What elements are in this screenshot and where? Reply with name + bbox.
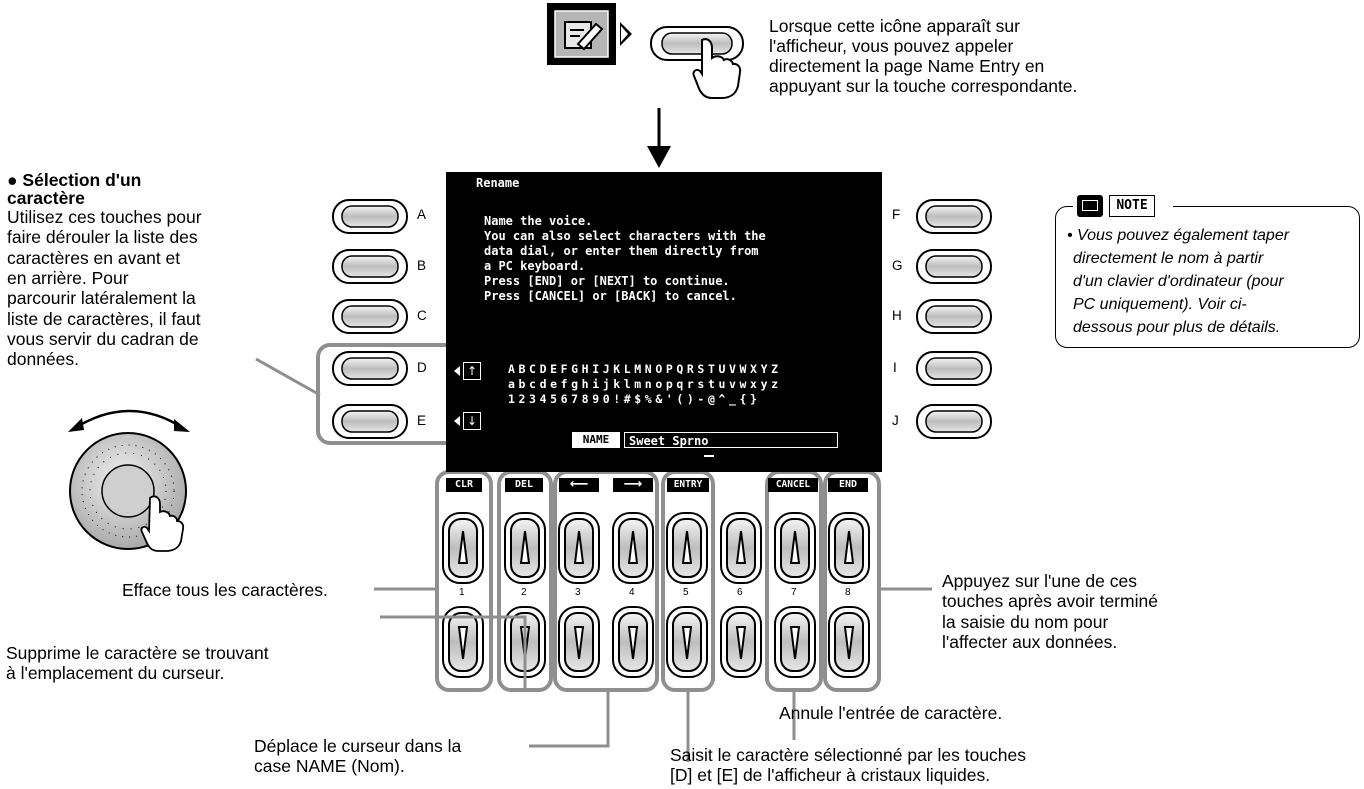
lcd-title: Rename xyxy=(476,176,520,190)
note-line: PC uniquement). Voir ci- xyxy=(1073,296,1247,313)
bottom-buttons xyxy=(442,512,870,678)
button-number-4: 4 xyxy=(629,587,635,598)
note-line: • Vous pouvez également taper xyxy=(1067,227,1290,244)
section-body-line: données. xyxy=(7,349,80,369)
section-heading: caractère xyxy=(7,188,85,208)
callout-del: à l'emplacement du curseur. xyxy=(6,663,225,683)
button-label-j: J xyxy=(892,413,899,428)
note-keyboard-icon xyxy=(1077,195,1103,217)
button-number-2: 2 xyxy=(521,587,527,598)
callout-cursor: case NAME (Nom). xyxy=(254,756,405,776)
button-label-h: H xyxy=(892,308,902,323)
button-number-8: 8 xyxy=(845,587,851,598)
data-dial-icon xyxy=(68,409,190,552)
button-label-g: G xyxy=(892,258,903,273)
function-tabs: CLR DEL ⟵ ⟶ ENTRY CANCEL END xyxy=(446,478,882,496)
button-label-i: I xyxy=(893,360,897,375)
pressed-button-icon xyxy=(650,26,744,99)
name-input[interactable]: Sweet Sprno xyxy=(624,432,838,448)
callout-end: la saisie du nom pour xyxy=(942,612,1109,632)
tab-entry[interactable]: ENTRY xyxy=(667,478,709,492)
lcd-instruction: Press [END] or [NEXT] to continue. xyxy=(484,274,730,288)
lcd-instruction: Name the voice. xyxy=(484,214,593,228)
scroll-down-icon: ↓ xyxy=(454,412,481,430)
tab-clr[interactable]: CLR xyxy=(446,478,482,492)
section-body-line: vous servir du cadran de xyxy=(7,329,199,349)
callout-cancel: Annule l'entrée de caractère. xyxy=(779,703,1003,723)
tab-cursor-left[interactable]: ⟵ xyxy=(559,478,599,492)
header-line: Lorsque cette icône apparaît sur xyxy=(769,16,1020,36)
callout-entry: [D] et [E] de l'afficheur à cristaux liq… xyxy=(670,765,991,785)
callout-cursor: Déplace le curseur dans la xyxy=(254,736,462,756)
button-label-b: B xyxy=(417,258,427,273)
tab-cursor-right[interactable]: ⟶ xyxy=(613,478,653,492)
button-label-e: E xyxy=(417,413,427,428)
section-heading: ● Sélection d'un xyxy=(7,170,142,190)
callout-end: l'affecter aux données. xyxy=(942,632,1118,652)
button-label-d: D xyxy=(417,360,427,375)
lcd-instruction: a PC keyboard. xyxy=(484,259,586,273)
button-label-a: A xyxy=(417,207,427,222)
button-number-5: 5 xyxy=(683,587,689,598)
tab-del[interactable]: DEL xyxy=(505,478,543,492)
name-entry-icon xyxy=(547,3,632,65)
charset-uppercase: ABCDEFGHIJKLMNOPQRSTUVWXYZ xyxy=(508,362,782,376)
note-line: directement le nom à partir xyxy=(1073,250,1264,267)
name-label: NAME xyxy=(572,432,620,448)
section-body-line: caractères en avant et xyxy=(7,248,181,268)
lcd-screen: Rename Name the voice. You can also sele… xyxy=(446,172,882,472)
note-title: NOTE xyxy=(1109,195,1155,217)
button-number-7: 7 xyxy=(791,587,797,598)
section-body-line: en arrière. Pour xyxy=(7,268,129,288)
section-body-line: parcourir latéralement la xyxy=(7,288,196,308)
callout-clr: Efface tous les caractères. xyxy=(122,580,328,600)
left-side-buttons xyxy=(332,199,408,439)
header-line: appuyant sur la touche correspondante. xyxy=(769,76,1078,96)
lcd-instruction: data dial, or enter them directly from xyxy=(484,244,759,258)
lcd-instruction: You can also select characters with the xyxy=(484,229,766,243)
callout-end: touches après avoir terminé xyxy=(942,591,1158,611)
note-line: dessous pour plus de détails. xyxy=(1073,319,1281,336)
text-cursor xyxy=(704,455,714,457)
callout-del: Supprime le caractère se trouvant xyxy=(6,643,269,663)
callout-end: Appuyez sur l'une de ces xyxy=(942,571,1137,591)
callout-lines xyxy=(255,357,932,762)
button-number-3: 3 xyxy=(575,587,581,598)
scroll-up-icon: ↑ xyxy=(454,362,481,380)
note-line: d'un clavier d'ordinateur (pour xyxy=(1073,273,1284,290)
charset-lowercase: abcdefghijklmnopqrstuvwxyz xyxy=(508,377,782,391)
down-arrow-icon xyxy=(647,108,671,168)
note-box xyxy=(1055,206,1360,348)
section-body-line: liste de caractères, il faut xyxy=(7,309,201,329)
button-label-f: F xyxy=(892,207,901,222)
right-side-buttons xyxy=(916,199,992,439)
header-line: directement la page Name Entry en xyxy=(769,56,1045,76)
charset-symbols: 1234567890!#$%&'()-@^_{} xyxy=(508,392,761,406)
lcd-instruction: Press [CANCEL] or [BACK] to cancel. xyxy=(484,289,737,303)
section-body-line: Utilisez ces touches pour xyxy=(7,207,202,227)
section-body-line: faire dérouler la liste des xyxy=(7,227,198,247)
button-label-c: C xyxy=(417,308,427,323)
button-number-1: 1 xyxy=(459,587,465,598)
callout-entry: Saisit le caractère sélectionné par les … xyxy=(670,745,1027,765)
note-header: NOTE xyxy=(1073,193,1173,219)
button-number-6: 6 xyxy=(737,587,743,598)
tab-end[interactable]: END xyxy=(828,478,868,492)
tab-cancel[interactable]: CANCEL xyxy=(768,478,818,492)
header-line: l'afficheur, vous pouvez appeler xyxy=(769,36,1014,56)
